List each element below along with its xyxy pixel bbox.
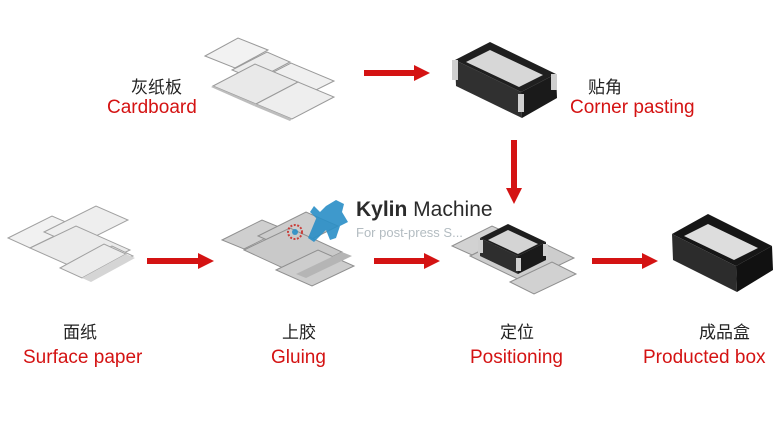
arrow-surface-to-gluing	[147, 253, 214, 269]
label-cardboard-en: Cardboard	[107, 97, 197, 118]
label-surface-paper-en: Surface paper	[23, 347, 143, 368]
label-gluing-en: Gluing	[271, 347, 326, 368]
label-corner-pasting-en: Corner pasting	[570, 97, 695, 118]
label-producted-box-cn: 成品盒	[699, 323, 750, 343]
corner-pasting-illustration	[452, 42, 557, 118]
label-positioning-cn: 定位	[500, 323, 534, 343]
watermark-tagline: For post-press S...	[356, 225, 463, 240]
positioning-illustration	[450, 224, 578, 295]
watermark-brand-rest: Machine	[407, 198, 493, 221]
cardboard-illustration	[203, 37, 336, 121]
label-corner-pasting-cn: 贴角	[588, 78, 622, 98]
label-producted-box-en: Producted box	[643, 347, 766, 368]
watermark-brand-bold: Kylin	[356, 198, 408, 221]
label-gluing-cn: 上胶	[282, 323, 316, 343]
arrow-cardboard-to-corner	[364, 65, 430, 81]
arrow-positioning-to-box	[592, 253, 658, 269]
arrow-gluing-to-positioning	[374, 253, 440, 269]
watermark-brand: Kylin Machine	[356, 198, 493, 222]
arrow-corner-to-positioning	[506, 140, 522, 204]
label-surface-paper-cn: 面纸	[63, 323, 97, 343]
label-positioning-en: Positioning	[470, 347, 563, 368]
kylin-logo-icon	[287, 200, 348, 242]
surface-paper-illustration	[6, 205, 135, 282]
label-cardboard-cn: 灰纸板	[131, 78, 182, 98]
producted-box-illustration	[672, 214, 773, 292]
